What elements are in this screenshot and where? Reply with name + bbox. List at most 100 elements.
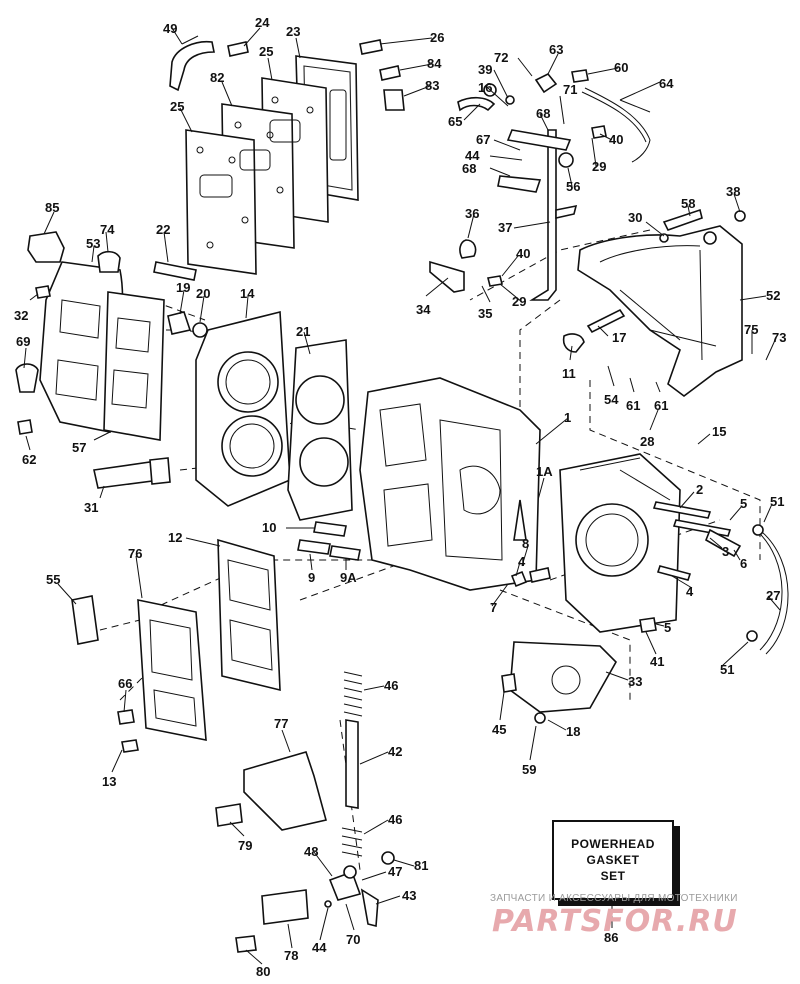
callout-80: 80 <box>256 964 270 979</box>
callout-1: 1 <box>564 410 571 425</box>
callout-66: 66 <box>118 676 132 691</box>
callout-44: 44 <box>465 148 480 163</box>
callout-86: 86 <box>604 930 618 945</box>
callout-19: 19 <box>176 280 190 295</box>
callout-9A: 9A <box>340 570 357 585</box>
callout-5-lower: 5 <box>664 620 671 635</box>
callout-4-right: 4 <box>686 584 694 599</box>
callout-27: 27 <box>766 588 780 603</box>
callout-53: 53 <box>86 236 100 251</box>
callout-21: 21 <box>296 324 310 339</box>
callout-57: 57 <box>72 440 86 455</box>
callout-42: 42 <box>388 744 402 759</box>
callout-75: 75 <box>744 322 758 337</box>
callout-36: 36 <box>465 206 479 221</box>
callout-78: 78 <box>284 948 298 963</box>
callout-31: 31 <box>84 500 98 515</box>
callout-13: 13 <box>102 774 116 789</box>
fasteners-right <box>513 499 789 655</box>
callout-38: 38 <box>726 184 740 199</box>
callout-25-lower: 25 <box>170 99 184 114</box>
callout-60: 60 <box>614 60 628 75</box>
callout-65: 65 <box>448 114 462 129</box>
callout-1A: 1A <box>536 464 553 479</box>
callout-41: 41 <box>650 654 664 669</box>
callout-9: 9 <box>308 570 315 585</box>
callout-40-mid: 40 <box>516 246 530 261</box>
callout-68: 68 <box>536 106 550 121</box>
callout-22: 22 <box>156 222 170 237</box>
callout-69: 69 <box>16 334 30 349</box>
callout-63: 63 <box>549 42 563 57</box>
callout-61-right: 61 <box>654 398 668 413</box>
callout-68-lower: 68 <box>462 161 476 176</box>
callout-24: 24 <box>255 15 270 30</box>
callout-29-mid: 29 <box>512 294 526 309</box>
dowel-pins <box>297 521 551 588</box>
callout-85: 85 <box>45 200 59 215</box>
callout-28: 28 <box>640 434 654 449</box>
callout-46-lower: 46 <box>388 812 402 827</box>
callout-40: 40 <box>609 132 623 147</box>
intake-plate-assembly <box>71 538 281 753</box>
callout-2: 2 <box>696 482 703 497</box>
mounting-bracket <box>562 208 746 397</box>
cylinder-block <box>359 377 681 633</box>
left-cover-assembly <box>15 231 208 489</box>
callout-70: 70 <box>346 932 360 947</box>
callout-58: 58 <box>681 196 695 211</box>
callout-56: 56 <box>566 179 580 194</box>
callout-82: 82 <box>210 70 224 85</box>
callout-55: 55 <box>46 572 60 587</box>
callout-33: 33 <box>628 674 642 689</box>
callout-73: 73 <box>772 330 786 345</box>
callout-35: 35 <box>478 306 492 321</box>
bypass-cover <box>501 641 617 724</box>
shaft-and-bracket-assembly <box>215 671 395 953</box>
callout-39: 39 <box>478 62 492 77</box>
callout-61: 61 <box>626 398 640 413</box>
gasket-set-line-1: POWERHEAD <box>571 837 655 851</box>
watermark-caption: ЗАПЧАСТИ И АКСЕССУАРЫ ДЛЯ МОТОТЕХНИКИ <box>490 893 738 904</box>
callout-62: 62 <box>22 452 36 467</box>
callout-37: 37 <box>498 220 512 235</box>
callout-7: 7 <box>490 600 497 615</box>
callout-79: 79 <box>238 838 252 853</box>
gasket-set-box: POWERHEAD GASKET SET <box>552 820 674 900</box>
callout-64: 64 <box>659 76 674 91</box>
callout-59: 59 <box>522 762 536 777</box>
callout-10: 10 <box>262 520 276 535</box>
callout-14: 14 <box>240 286 255 301</box>
callout-11: 11 <box>562 366 576 381</box>
callout-76: 76 <box>128 546 142 561</box>
callout-34: 34 <box>416 302 431 317</box>
callout-32: 32 <box>14 308 28 323</box>
callout-43: 43 <box>402 888 416 903</box>
callout-16: 16 <box>478 80 492 95</box>
callout-4: 4 <box>518 554 526 569</box>
callout-17: 17 <box>612 330 626 345</box>
callout-51-lower: 51 <box>720 662 734 677</box>
callout-23: 23 <box>286 24 300 39</box>
exhaust-cover-assembly <box>169 39 405 275</box>
callout-25: 25 <box>259 44 273 59</box>
callout-6: 6 <box>740 556 747 571</box>
callout-74: 74 <box>100 222 115 237</box>
callout-48: 48 <box>304 844 318 859</box>
callout-20: 20 <box>196 286 210 301</box>
callout-71: 71 <box>563 82 577 97</box>
gasket-set-line-2: GASKET <box>586 853 640 867</box>
callout-46: 46 <box>384 678 398 693</box>
callout-81: 81 <box>414 858 428 873</box>
callout-84: 84 <box>427 56 442 71</box>
leader-lines <box>23 27 781 965</box>
callout-54: 54 <box>604 392 619 407</box>
callout-83: 83 <box>425 78 439 93</box>
callout-77: 77 <box>274 716 288 731</box>
callout-72: 72 <box>494 50 508 65</box>
callout-5: 5 <box>740 496 747 511</box>
callout-8: 8 <box>522 536 529 551</box>
callout-45: 45 <box>492 722 506 737</box>
